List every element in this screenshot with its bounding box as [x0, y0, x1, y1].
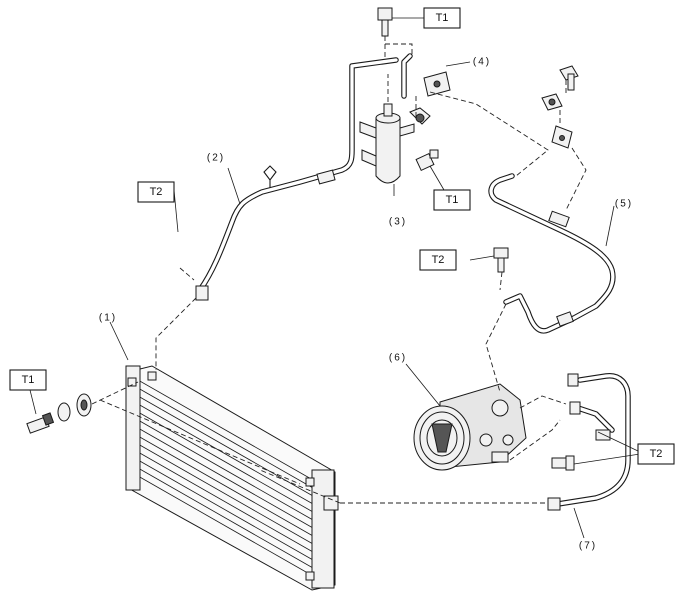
condenser-mount-bolt [26, 393, 92, 434]
torque-label-t1-left: T1 [9, 369, 47, 391]
torque-label-t2-right: T2 [637, 443, 675, 465]
torque-label-text: T2 [650, 448, 663, 460]
torque-label-text: T1 [22, 374, 35, 386]
callout-6: (6) [389, 353, 407, 364]
pipe-2 [195, 57, 399, 301]
torque-label-text: T2 [432, 254, 445, 266]
torque-label-t2-compressor: T2 [419, 249, 457, 271]
torque-label-t2-left: T2 [137, 181, 175, 203]
condenser-fins [137, 379, 321, 581]
bracket-4 [401, 53, 451, 99]
callout-3: (3) [389, 217, 407, 228]
bolt-top [377, 7, 393, 37]
callout-5: (5) [615, 199, 633, 210]
receiver-dryer [359, 103, 431, 184]
condenser [125, 365, 339, 591]
bolt-receiver [415, 149, 439, 172]
callout-7: (7) [579, 541, 597, 552]
callout-1: (1) [99, 313, 117, 324]
torque-label-t1-top: T1 [423, 7, 461, 29]
callout-2: (2) [207, 153, 225, 164]
assembly-lines [91, 36, 587, 504]
torque-label-text: T2 [150, 186, 163, 198]
bolt-compressor-line [493, 247, 509, 273]
callout-4: (4) [473, 57, 491, 68]
torque-label-text: T1 [436, 12, 449, 24]
pipe-5 [488, 173, 616, 334]
pipe-clip [263, 165, 277, 188]
fastener-group-upper-right [541, 65, 579, 149]
bolt-hose-7 [551, 455, 575, 471]
torque-label-text: T1 [446, 194, 459, 206]
torque-label-t1-receiver: T1 [433, 189, 471, 211]
pipe-7 [547, 373, 631, 511]
leader-lines [29, 17, 641, 539]
compressor [413, 383, 527, 471]
